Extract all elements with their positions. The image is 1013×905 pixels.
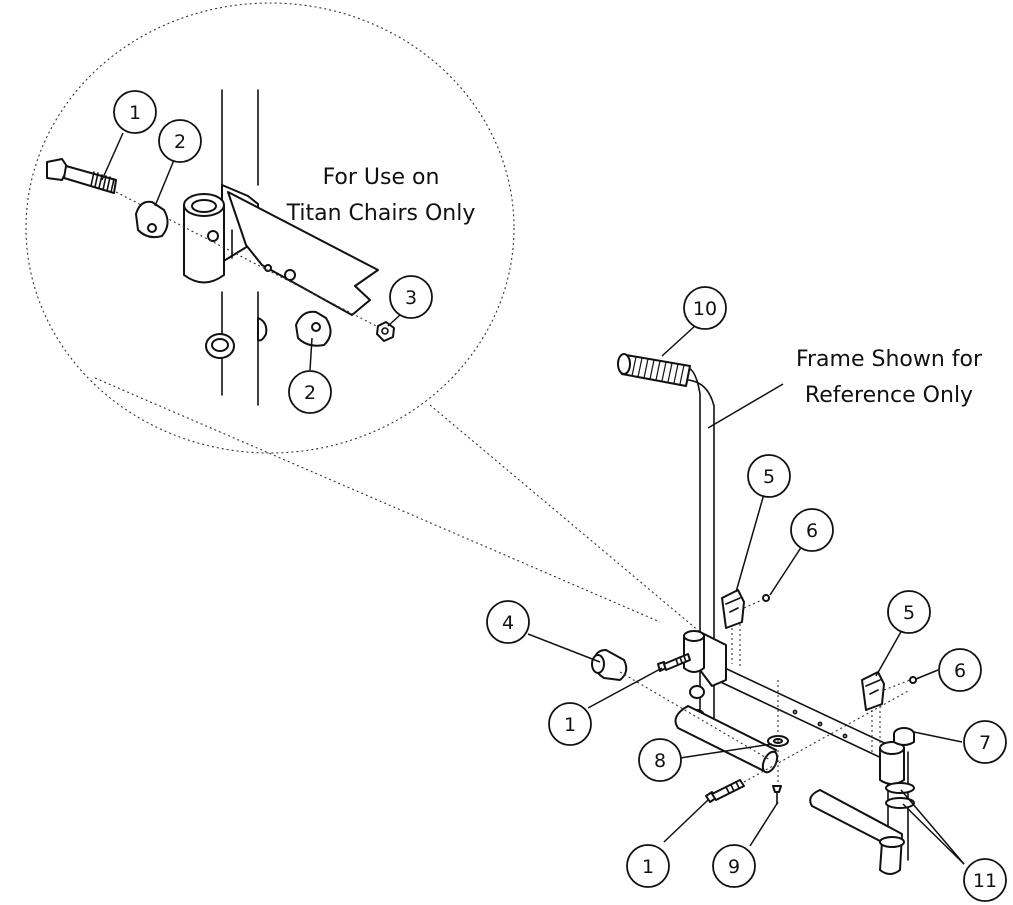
detail-note-line1: For Use on [323,165,440,190]
callout-6b: 6 [938,648,982,692]
detail-view: For Use on Titan Chairs Only [25,2,701,633]
callout-6a: 6 [790,508,834,552]
callout-7: 7 [963,720,1007,764]
cap-7 [893,727,915,746]
detail-note-line2: Titan Chairs Only [286,201,476,226]
nut-upper [762,594,770,602]
detail-bolt [46,158,117,194]
callout-11-label: 11 [973,870,997,892]
callout-5a: 5 [747,454,791,498]
callout-8-label: 8 [654,750,666,772]
frame-note-leader [707,383,784,429]
detail-spacer-upper [135,200,169,239]
detail-nut [376,321,395,342]
callout-4: 4 [486,600,530,644]
detail-spacer-lower [295,310,332,347]
spacer-4 [591,649,628,681]
detail-socket-cylinder [183,193,225,284]
callout-5b-label: 5 [903,602,915,624]
detail-circle [25,2,515,454]
frame-side-bar [711,661,896,763]
main-assembly: Frame Shown for Reference Only [527,324,983,875]
rear-socket [879,741,915,861]
pin-9 [772,785,782,805]
bracket-lower [861,671,911,756]
callout-detail-3: 3 [389,275,433,319]
callout-detail-1: 1 [113,90,157,134]
callout-1b: 1 [626,844,670,888]
lower-tube-rear [809,789,905,875]
callout-1a-label: 1 [564,714,576,736]
detail-connector-line-b [429,404,701,633]
callout-8: 8 [638,738,682,782]
hand-grip [617,353,691,387]
front-socket [683,630,727,723]
bolt-lower [705,779,745,803]
callout-9: 9 [712,844,756,888]
lower-tube-front [674,705,779,774]
callout-11: 11 [963,858,1007,902]
callout-10-label: 10 [693,298,717,320]
bracket-upper [721,589,763,668]
detail-frame-plate [221,184,379,316]
callout-6b-label: 6 [954,660,966,682]
detail-tube-knob [205,317,268,359]
callout-6a-label: 6 [806,520,818,542]
callout-detail-2b-label: 2 [304,382,316,404]
callout-10: 10 [683,286,727,330]
detail-connector-line-a [94,377,661,623]
callout-5b: 5 [887,590,931,634]
frame-note-line2: Reference Only [805,383,973,408]
callout-1a: 1 [548,702,592,746]
callout-detail-1-label: 1 [129,102,141,124]
callout-detail-3-label: 3 [405,287,417,309]
nut-lower [909,676,917,684]
callout-5a-label: 5 [763,466,775,488]
callout-4-label: 4 [502,612,514,634]
callout-detail-2a: 2 [158,119,202,163]
callout-9-label: 9 [728,856,740,878]
callout-7-label: 7 [979,732,991,754]
callout-1b-label: 1 [642,856,654,878]
frame-note-line1: Frame Shown for [796,347,983,372]
callout-detail-2b: 2 [288,370,332,414]
callout-detail-2a-label: 2 [174,131,186,153]
